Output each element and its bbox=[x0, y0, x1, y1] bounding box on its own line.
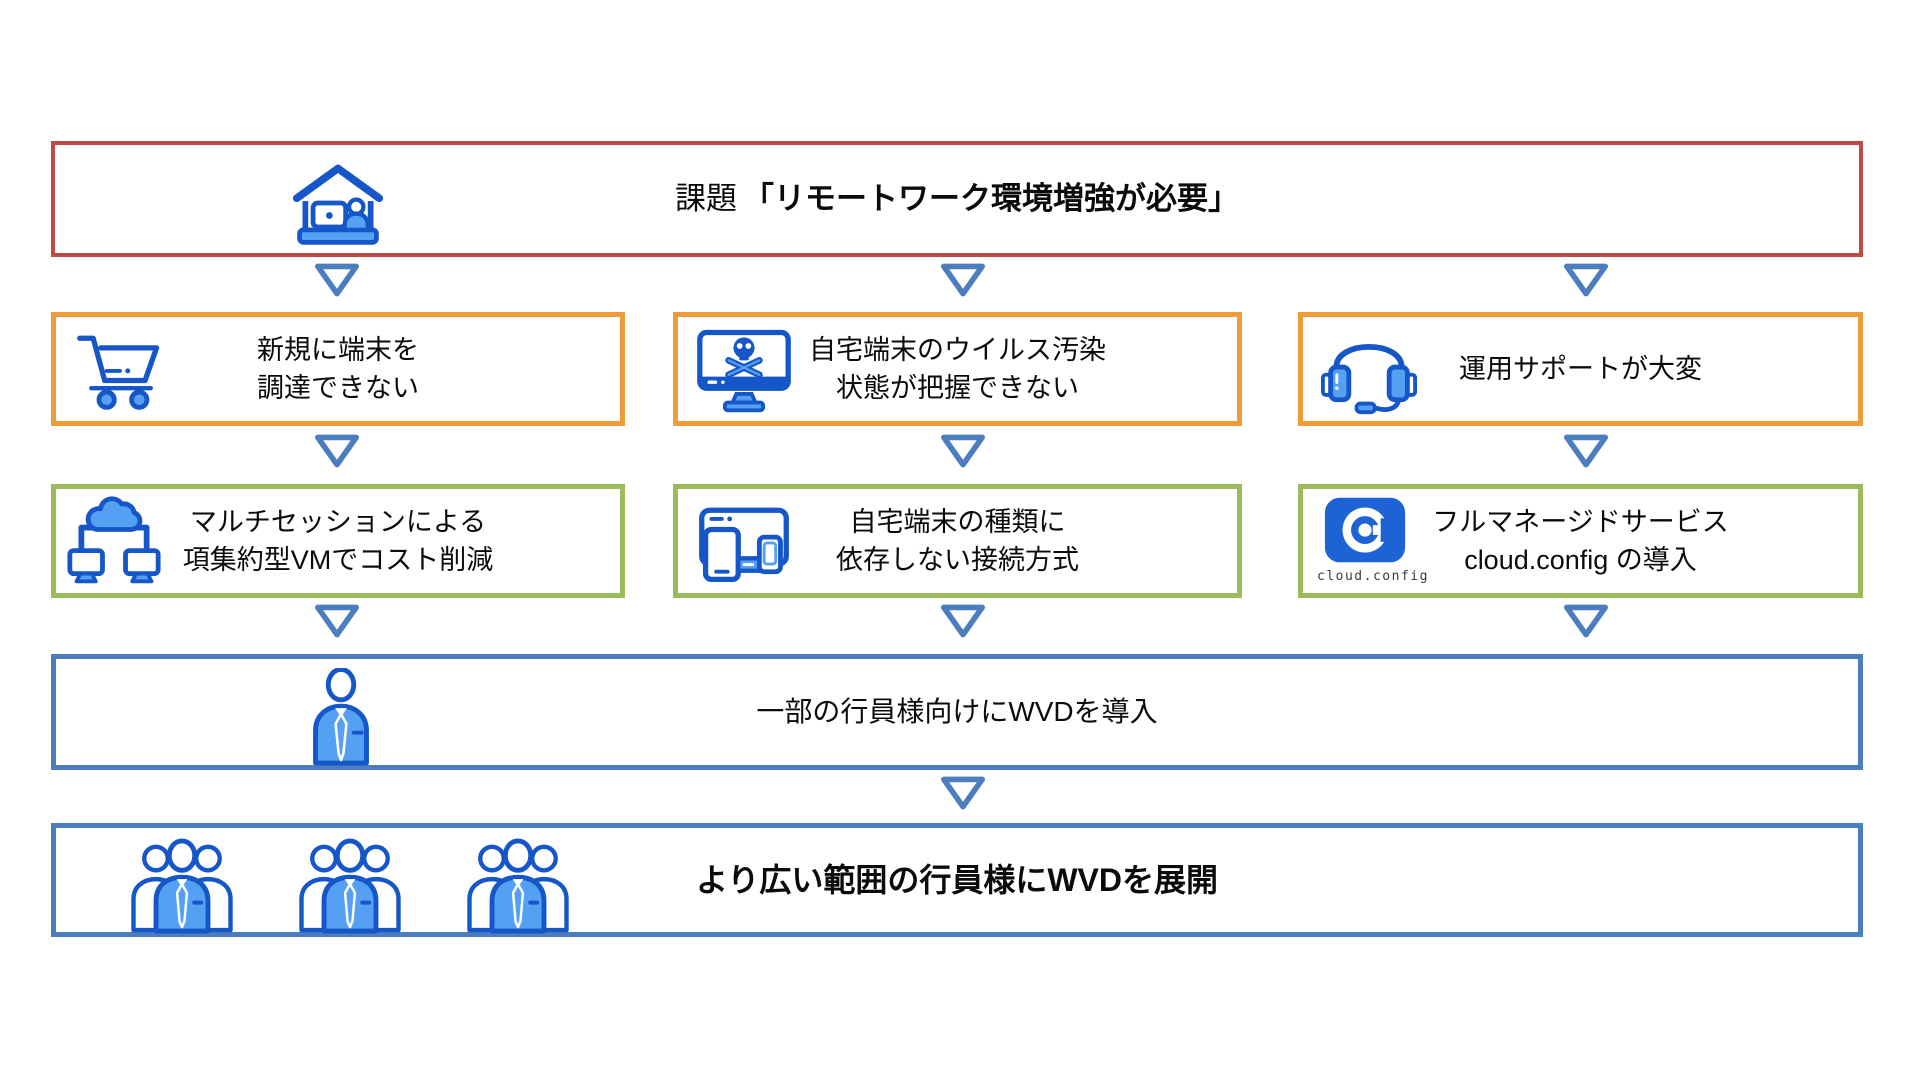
cloud-vm-network-icon bbox=[66, 494, 162, 588]
problem-title: 課題 「リモートワーク環境増強が必要」 bbox=[675, 181, 1239, 216]
down-arrow-icon bbox=[1562, 432, 1610, 470]
cloud-config-logo: cloud.config bbox=[1317, 497, 1429, 584]
people-group-icon bbox=[122, 836, 242, 934]
people-group-icon bbox=[458, 836, 578, 934]
challenge-text: 運用サポートが大変 bbox=[1459, 354, 1702, 384]
problem-box: 課題 「リモートワーク環境増強が必要」 bbox=[51, 141, 1863, 257]
challenge-box-procurement: 新規に端末を調達できない bbox=[51, 312, 625, 426]
phase2-text: より広い範囲の行員様にWVDを展開 bbox=[695, 862, 1219, 898]
down-arrow-icon bbox=[1562, 261, 1610, 299]
phase1-text: 一部の行員様向けにWVDを導入 bbox=[756, 696, 1158, 727]
down-arrow-icon bbox=[939, 602, 987, 640]
virus-infected-pc-icon bbox=[696, 322, 792, 416]
house-remote-work-icon bbox=[290, 158, 386, 248]
down-arrow-icon bbox=[1562, 602, 1610, 640]
challenge-text: 新規に端末を調達できない bbox=[257, 335, 419, 403]
down-arrow-icon bbox=[313, 432, 361, 470]
solution-box-multisession: マルチセッションによる項集約型VMでコスト削減 bbox=[51, 484, 625, 598]
phase2-box: より広い範囲の行員様にWVDを展開 bbox=[51, 823, 1863, 937]
challenge-text: 自宅端末のウイルス汚染状態が把握できない bbox=[809, 335, 1106, 403]
people-group-icon bbox=[290, 836, 410, 934]
down-arrow-icon bbox=[939, 432, 987, 470]
challenge-box-virus: 自宅端末のウイルス汚染状態が把握できない bbox=[673, 312, 1242, 426]
down-arrow-icon bbox=[313, 602, 361, 640]
solution-text: 自宅端末の種類に依存しない接続方式 bbox=[836, 507, 1079, 575]
cloud-config-logo-caption: cloud.config bbox=[1317, 569, 1429, 584]
solution-box-device-agnostic: 自宅端末の種類に依存しない接続方式 bbox=[673, 484, 1242, 598]
shopping-cart-icon bbox=[74, 322, 170, 416]
down-arrow-icon bbox=[313, 261, 361, 299]
person-icon bbox=[306, 668, 376, 766]
challenge-box-support: 運用サポートが大変 bbox=[1298, 312, 1863, 426]
multi-device-icon bbox=[696, 494, 792, 588]
phase1-box: 一部の行員様向けにWVDを導入 bbox=[51, 654, 1863, 770]
down-arrow-icon bbox=[939, 261, 987, 299]
solution-text: マルチセッションによる項集約型VMでコスト削減 bbox=[182, 507, 494, 575]
down-arrow-icon bbox=[939, 774, 987, 812]
headset-icon bbox=[1321, 322, 1417, 416]
